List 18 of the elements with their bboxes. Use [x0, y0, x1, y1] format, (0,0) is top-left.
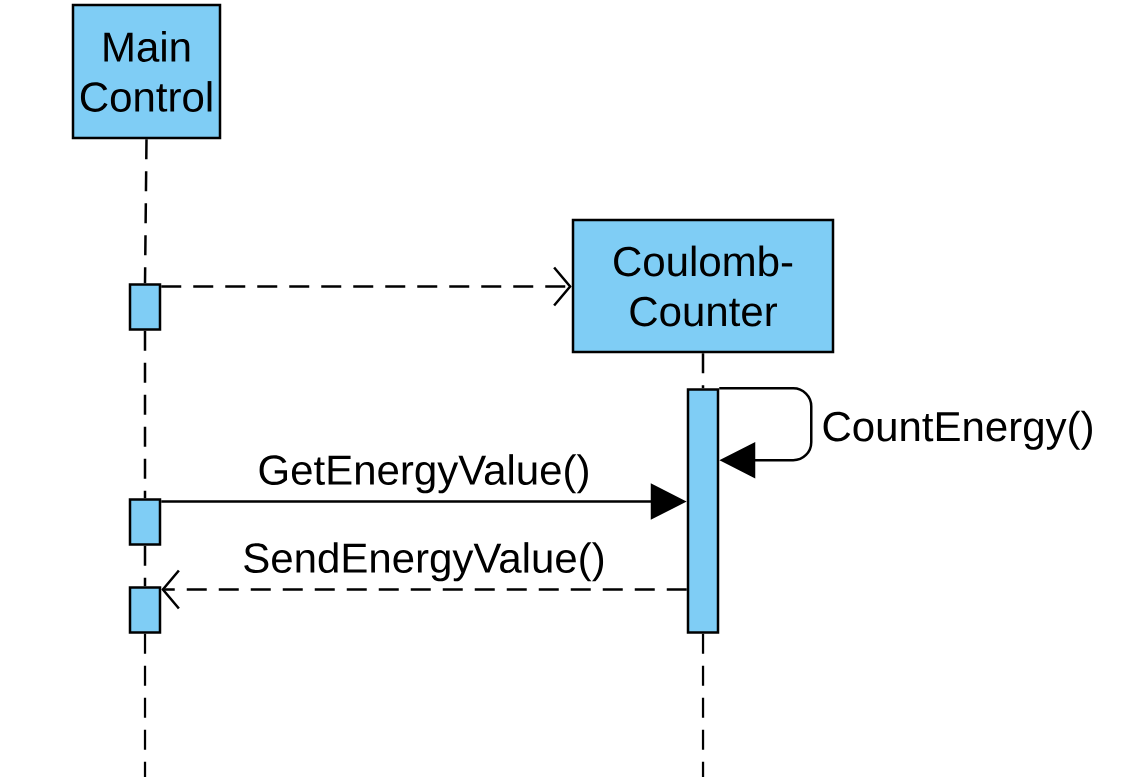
- message-label: SendEnergyValue(): [240, 540, 608, 584]
- activation-bar: [128, 498, 162, 546]
- lifeline: [143, 330, 147, 499]
- self-message-arrow: [719, 387, 813, 479]
- activation-bar: [128, 586, 162, 634]
- lifeline: [143, 139, 148, 284]
- lifeline: [143, 633, 147, 777]
- message-arrow: [161, 569, 687, 610]
- lifeline-head-box: Coulomb-Counter: [571, 218, 835, 354]
- lifeline: [701, 633, 705, 777]
- lifeline: [143, 545, 147, 587]
- message-label: GetEnergyValue(): [255, 452, 593, 496]
- message-label: CountEnergy(): [819, 408, 1097, 452]
- lifeline-head-box: Main Control: [71, 3, 222, 140]
- activation-bar: [686, 388, 720, 634]
- activation-bar: [128, 283, 162, 331]
- lifeline: [701, 353, 705, 389]
- message-arrow: [161, 266, 572, 307]
